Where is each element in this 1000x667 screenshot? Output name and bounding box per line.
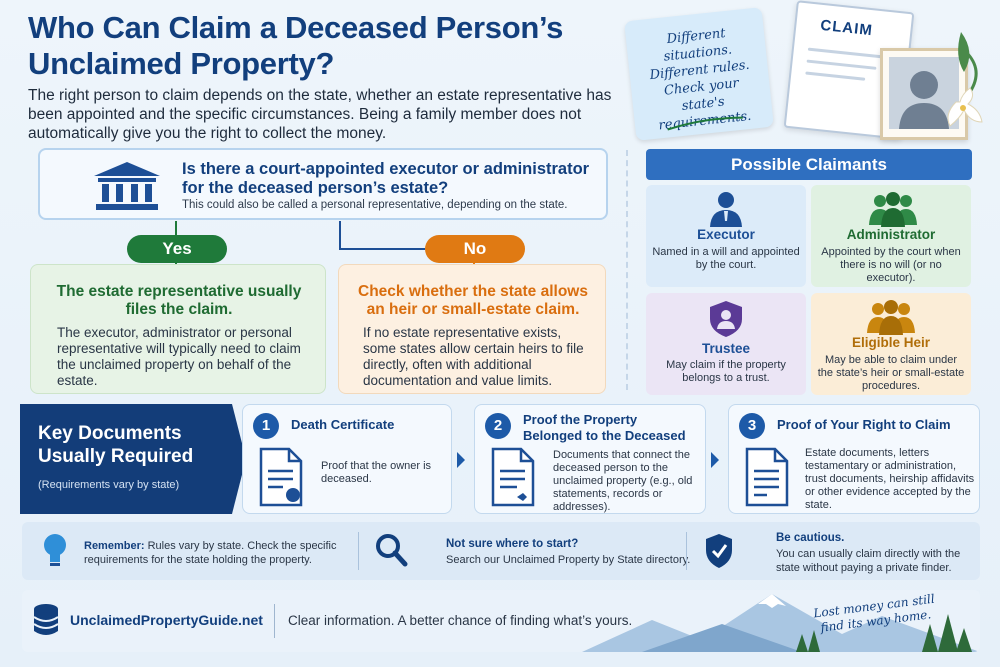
claimant-card-administrator: Administrator Appointed by the court whe… bbox=[811, 185, 971, 287]
underline-stroke-icon bbox=[667, 116, 743, 131]
estate-document-icon bbox=[745, 447, 789, 507]
form-line bbox=[805, 71, 866, 81]
yes-outcome-title: The estate representative usually files … bbox=[56, 283, 302, 318]
question-text: Is there a court-appointed executor or a… bbox=[182, 160, 590, 197]
claimant-name: Trustee bbox=[701, 341, 751, 356]
claimant-name: Executor bbox=[697, 227, 755, 242]
form-line bbox=[806, 59, 877, 70]
caution-tip-title: Be cautious. bbox=[776, 532, 845, 544]
claimant-card-eligible-heir: Eligible Heir May be able to claim under… bbox=[811, 293, 971, 395]
heir-family-icon bbox=[867, 300, 915, 335]
remember-tip: Remember: Rules vary by state. Check the… bbox=[84, 539, 374, 567]
claimant-desc: May be able to claim under the state’s h… bbox=[817, 354, 965, 392]
document-body: Estate documents, letters testamentary o… bbox=[805, 447, 975, 511]
claimant-desc: May claim if the property belongs to a t… bbox=[666, 359, 786, 384]
database-icon bbox=[33, 604, 59, 635]
step-chevron-icon bbox=[711, 452, 719, 468]
intro-text: The right person to claim depends on the… bbox=[28, 87, 612, 142]
tips-band: Remember: Rules vary by state. Check the… bbox=[22, 522, 980, 580]
remember-label: Remember: bbox=[84, 540, 145, 552]
claimant-desc: Appointed by the court when there is no … bbox=[821, 246, 961, 284]
yes-outcome-body: The executor, administrator or personal … bbox=[57, 325, 301, 388]
step-number: 3 bbox=[739, 413, 765, 439]
shield-check-icon bbox=[706, 534, 732, 568]
executor-question-box: Is there a court-appointed executor or a… bbox=[38, 148, 608, 220]
tip-divider bbox=[686, 532, 687, 570]
step-number: 2 bbox=[485, 413, 511, 439]
records-document-icon bbox=[491, 447, 535, 507]
remember-text: Rules vary by state. Check the specific … bbox=[84, 540, 337, 566]
mountain-landscape-icon bbox=[582, 594, 980, 652]
start-tip-text: Search our Unclaimed Property by State d… bbox=[446, 554, 691, 566]
form-line bbox=[807, 47, 888, 59]
step-number: 1 bbox=[253, 413, 279, 439]
question-subtext: This could also be called a personal rep… bbox=[182, 199, 568, 211]
portrait-photo-icon bbox=[880, 48, 968, 140]
footer: UnclaimedPropertyGuide.net Clear informa… bbox=[22, 590, 980, 652]
document-card-property-proof: 2 Proof the Property Belonged to the Dec… bbox=[474, 404, 706, 514]
certificate-document-icon bbox=[259, 447, 303, 507]
claimants-header: Possible Claimants bbox=[646, 149, 972, 180]
flow-connectors bbox=[170, 221, 480, 277]
yes-branch-label: Yes bbox=[127, 235, 227, 263]
document-card-death-certificate: 1 Death Certificate Proof that the owner… bbox=[242, 404, 452, 514]
claimant-card-executor: Executor Named in a will and appointed b… bbox=[646, 185, 806, 287]
document-title: Proof of Your Right to Claim bbox=[777, 417, 951, 432]
claimant-name: Administrator bbox=[846, 227, 936, 242]
executor-person-icon bbox=[710, 192, 742, 227]
no-outcome-body: If no estate representative exists, some… bbox=[363, 325, 584, 388]
administrator-group-icon bbox=[869, 192, 917, 227]
sticky-note: Different situations. Different rules. C… bbox=[624, 7, 774, 141]
document-title: Death Certificate bbox=[291, 417, 395, 432]
courthouse-icon bbox=[94, 162, 160, 210]
caution-tip-text: You can usually claim directly with the … bbox=[776, 548, 961, 574]
yes-outcome-box: The estate representative usually files … bbox=[30, 264, 326, 394]
step-chevron-icon bbox=[457, 452, 465, 468]
key-documents-title: Key Documents Usually Required bbox=[38, 423, 194, 467]
footer-divider bbox=[274, 604, 275, 638]
footer-tagline: Clear information. A better chance of fi… bbox=[288, 613, 633, 628]
document-card-right-to-claim: 3 Proof of Your Right to Claim Estate do… bbox=[728, 404, 980, 514]
claimant-name: Eligible Heir bbox=[851, 335, 931, 350]
section-divider bbox=[626, 150, 628, 390]
document-body: Documents that connect the deceased pers… bbox=[553, 449, 693, 513]
claim-card-label: CLAIM bbox=[819, 16, 874, 40]
page-title: Who Can Claim a Deceased Person’s Unclai… bbox=[28, 10, 564, 81]
no-branch-label: No bbox=[425, 235, 525, 263]
key-documents-note: (Requirements vary by state) bbox=[38, 479, 180, 491]
document-title: Proof the Property Belonged to the Decea… bbox=[523, 412, 686, 443]
tip-divider bbox=[358, 532, 359, 570]
key-documents-banner: Key Documents Usually Required (Requirem… bbox=[20, 404, 232, 514]
lily-flower-icon bbox=[947, 32, 983, 127]
claimant-desc: Named in a will and appointed by the cou… bbox=[652, 246, 800, 271]
no-outcome-box: Check whether the state allows an heir o… bbox=[338, 264, 606, 394]
lightbulb-icon bbox=[44, 534, 66, 566]
magnifier-search-icon bbox=[376, 534, 408, 567]
claimant-card-trustee: Trustee May claim if the property belong… bbox=[646, 293, 806, 395]
site-name: UnclaimedPropertyGuide.net bbox=[70, 612, 263, 628]
no-outcome-title: Check whether the state allows an heir o… bbox=[358, 283, 588, 318]
document-body: Proof that the owner is deceased. bbox=[321, 460, 432, 485]
trustee-shield-icon bbox=[710, 301, 742, 337]
start-tip-title: Not sure where to start? bbox=[446, 538, 579, 550]
